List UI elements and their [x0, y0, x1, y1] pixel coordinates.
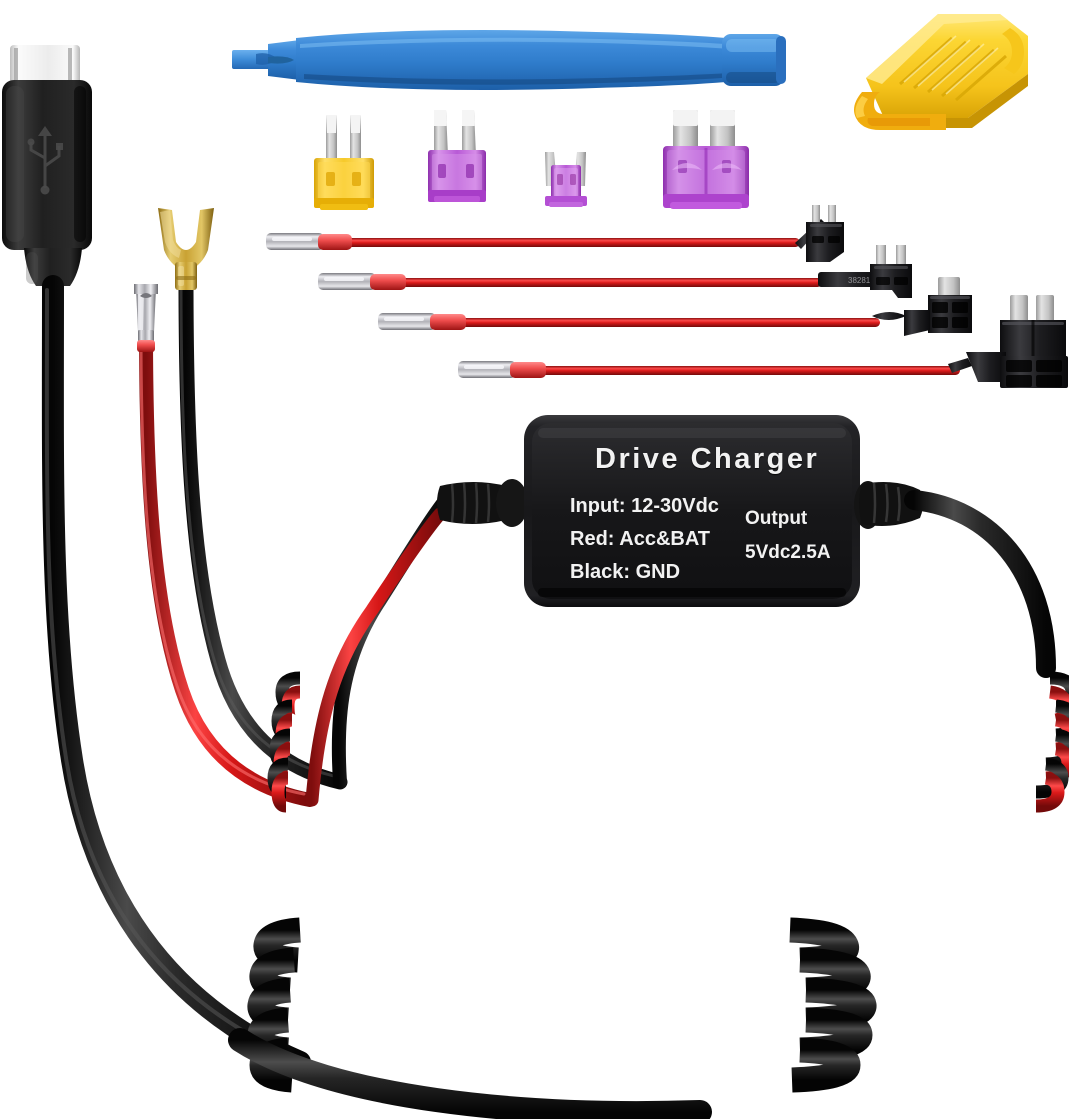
red-black-wire-coil	[267, 495, 1069, 813]
fuse-puller	[854, 14, 1028, 130]
fuse-mini-yellow	[314, 115, 374, 210]
usb-cable-main	[41, 275, 311, 1073]
bullet-terminal	[458, 361, 546, 378]
fuse-tap-micro: 38281	[318, 245, 912, 298]
red-power-wire	[134, 284, 317, 807]
module-output-label: Output	[745, 508, 808, 529]
bullet-terminal	[378, 313, 466, 330]
module-black-wire-label: Black: GND	[570, 561, 681, 583]
bullet-terminal	[266, 233, 352, 250]
fuse-tap-mini	[378, 277, 972, 336]
module-input-voltage: Input: 12-30Vdc	[570, 495, 719, 517]
fuse-standard-purple	[663, 110, 749, 209]
module-output-value: 5Vdc2.5A	[745, 542, 831, 563]
bullet-terminal	[318, 273, 406, 290]
module-red-wire-label: Red: Acc&BAT	[570, 528, 711, 550]
fuse-mini-purple	[428, 110, 486, 202]
usb-cable-coil	[228, 917, 877, 1119]
usb-c-connector	[2, 45, 92, 286]
drive-charger-module	[437, 415, 1056, 678]
fuse-tap-micro2	[266, 205, 844, 262]
bullet-terminal	[134, 284, 158, 352]
strain-relief-input	[437, 479, 528, 527]
pry-tool	[232, 30, 786, 90]
module-title: Drive Charger	[595, 443, 820, 475]
fuse-micro-purple	[545, 152, 587, 207]
fork-terminal	[158, 208, 214, 290]
fuse-tap-standard	[458, 295, 1068, 388]
svg-text:38281: 38281	[848, 276, 871, 285]
